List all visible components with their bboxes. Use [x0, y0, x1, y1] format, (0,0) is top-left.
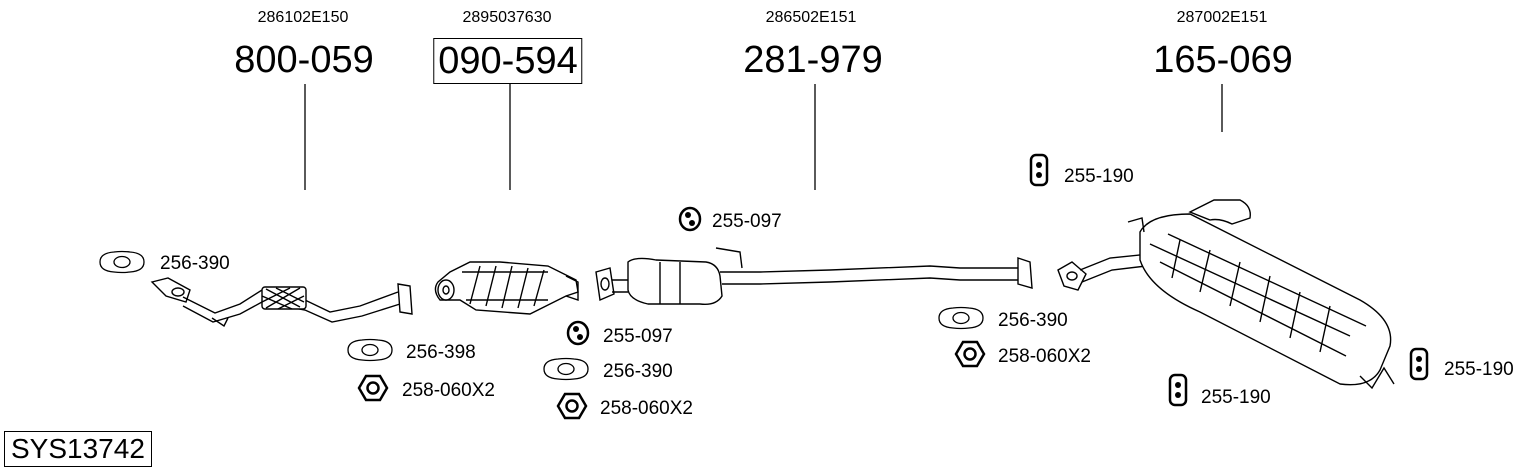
accessory-label-rubber-center[interactable]: 255-097: [712, 211, 782, 232]
oem-number-catalytic-converter: 2895037630: [462, 9, 552, 26]
rubber-mount-icon: [1409, 347, 1429, 381]
accessory-label-rubber-rear-right[interactable]: 255-190: [1444, 359, 1514, 380]
system-code: SYS13742: [4, 431, 152, 467]
part-number-front-pipe[interactable]: 800-059: [234, 39, 374, 81]
accessory-label-gasket-front[interactable]: 256-390: [160, 253, 230, 274]
catalytic-converter-drawing: [434, 261, 579, 315]
accessory-label-nut-mid[interactable]: 258-060X2: [600, 398, 693, 419]
rubber-mount-icon: [566, 320, 590, 346]
accessory-label-gasket-mid[interactable]: 256-390: [603, 361, 673, 382]
accessory-label-rubber-rear-bottom[interactable]: 255-190: [1201, 387, 1271, 408]
oem-number-center-silencer: 286502E151: [765, 9, 857, 26]
gasket-icon: [938, 306, 984, 330]
center-silencer-drawing: [595, 247, 1033, 306]
accessory-label-rubber-mid[interactable]: 255-097: [603, 326, 673, 347]
rubber-mount-icon: [1168, 373, 1188, 407]
accessory-label-nut-rear[interactable]: 258-060X2: [998, 346, 1091, 367]
part-number-rear-silencer[interactable]: 165-069: [1153, 39, 1293, 81]
gasket-icon: [347, 338, 393, 362]
rubber-mount-icon: [678, 206, 702, 232]
nut-icon: [954, 340, 986, 368]
accessory-label-rubber-rear-top[interactable]: 255-190: [1064, 166, 1134, 187]
accessory-label-nut-cat[interactable]: 258-060X2: [402, 380, 495, 401]
part-number-catalytic-converter[interactable]: 090-594: [433, 38, 583, 84]
oem-number-front-pipe: 286102E150: [257, 9, 349, 26]
rubber-mount-icon: [1029, 153, 1049, 187]
accessory-label-gasket-cat[interactable]: 256-398: [406, 342, 476, 363]
front-pipe-drawing: [150, 277, 413, 328]
part-number-center-silencer[interactable]: 281-979: [743, 39, 883, 81]
gasket-icon: [99, 250, 145, 274]
oem-number-rear-silencer: 287002E151: [1176, 9, 1268, 26]
nut-icon: [357, 374, 389, 402]
rear-silencer-drawing: [1057, 199, 1395, 390]
gasket-icon: [543, 357, 589, 381]
nut-icon: [556, 392, 588, 420]
accessory-label-gasket-rear[interactable]: 256-390: [998, 310, 1068, 331]
